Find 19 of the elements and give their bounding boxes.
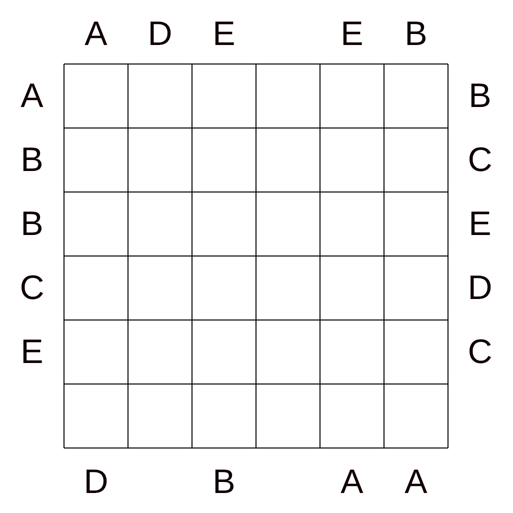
clue-letter: C [468,143,492,177]
clue-letter: C [20,271,44,305]
clue-letter: B [20,207,44,241]
clue-letter: E [20,335,44,369]
clue-letter: E [468,207,492,241]
clue-letter: D [84,465,108,499]
clue-letter: B [212,465,236,499]
clue-letter: A [404,465,428,499]
clue-letter: E [340,17,364,51]
clue-letter: D [148,17,172,51]
clue-letter: B [20,143,44,177]
clue-letter: D [468,271,492,305]
clue-letter: A [340,465,364,499]
clue-letter: B [468,79,492,113]
clue-letter: C [468,335,492,369]
clue-letter: E [212,17,236,51]
clue-letter: A [20,79,44,113]
clue-letter: B [404,17,428,51]
clue-letter: A [84,17,108,51]
